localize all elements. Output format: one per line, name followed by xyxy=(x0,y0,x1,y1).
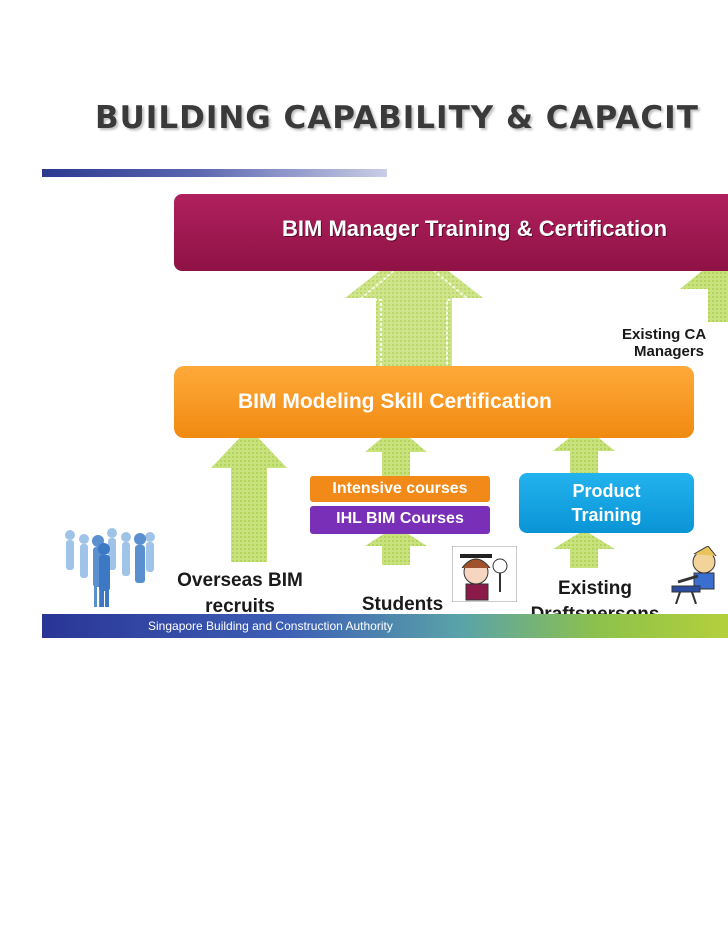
existing-cad-managers-label: Existing CA Managers xyxy=(622,326,707,360)
student-cartoon-icon xyxy=(452,546,517,602)
students-label: Students xyxy=(361,594,444,615)
bim-modeling-certification-label: BIM Modeling Skill Certification xyxy=(238,390,552,413)
arrow-modeling-to-manager xyxy=(345,244,483,371)
draftsperson-cartoon-icon xyxy=(671,546,717,604)
bim-manager-training-label: BIM Manager Training & Certification xyxy=(282,216,668,241)
arrow-product xyxy=(553,426,615,473)
ihl-bim-courses-box: IHL BIM Courses xyxy=(310,506,490,534)
people-silhouette-icon xyxy=(65,528,155,607)
arrow-intensive xyxy=(365,426,427,476)
arrow-cad-to-manager xyxy=(680,256,728,322)
footer-text: Singapore Building and Construction Auth… xyxy=(148,619,393,633)
bim-modeling-certification-box: BIM Modeling Skill Certification xyxy=(174,366,694,438)
arrow-drafts xyxy=(553,530,615,568)
intensive-courses-box: Intensive courses xyxy=(310,476,490,502)
product-training-box: Product Training xyxy=(519,473,694,533)
slide-title: BUILDING CAPABILITY & CAPACIT xyxy=(95,100,699,136)
footer-bar: Singapore Building and Construction Auth… xyxy=(42,614,728,638)
arrow-students xyxy=(365,526,427,565)
arrow-overseas xyxy=(211,428,287,562)
bim-manager-training-box: BIM Manager Training & Certification xyxy=(174,194,728,271)
title-underline xyxy=(42,169,387,177)
overseas-bim-recruits-label: Overseas BIM recruits xyxy=(177,570,303,617)
